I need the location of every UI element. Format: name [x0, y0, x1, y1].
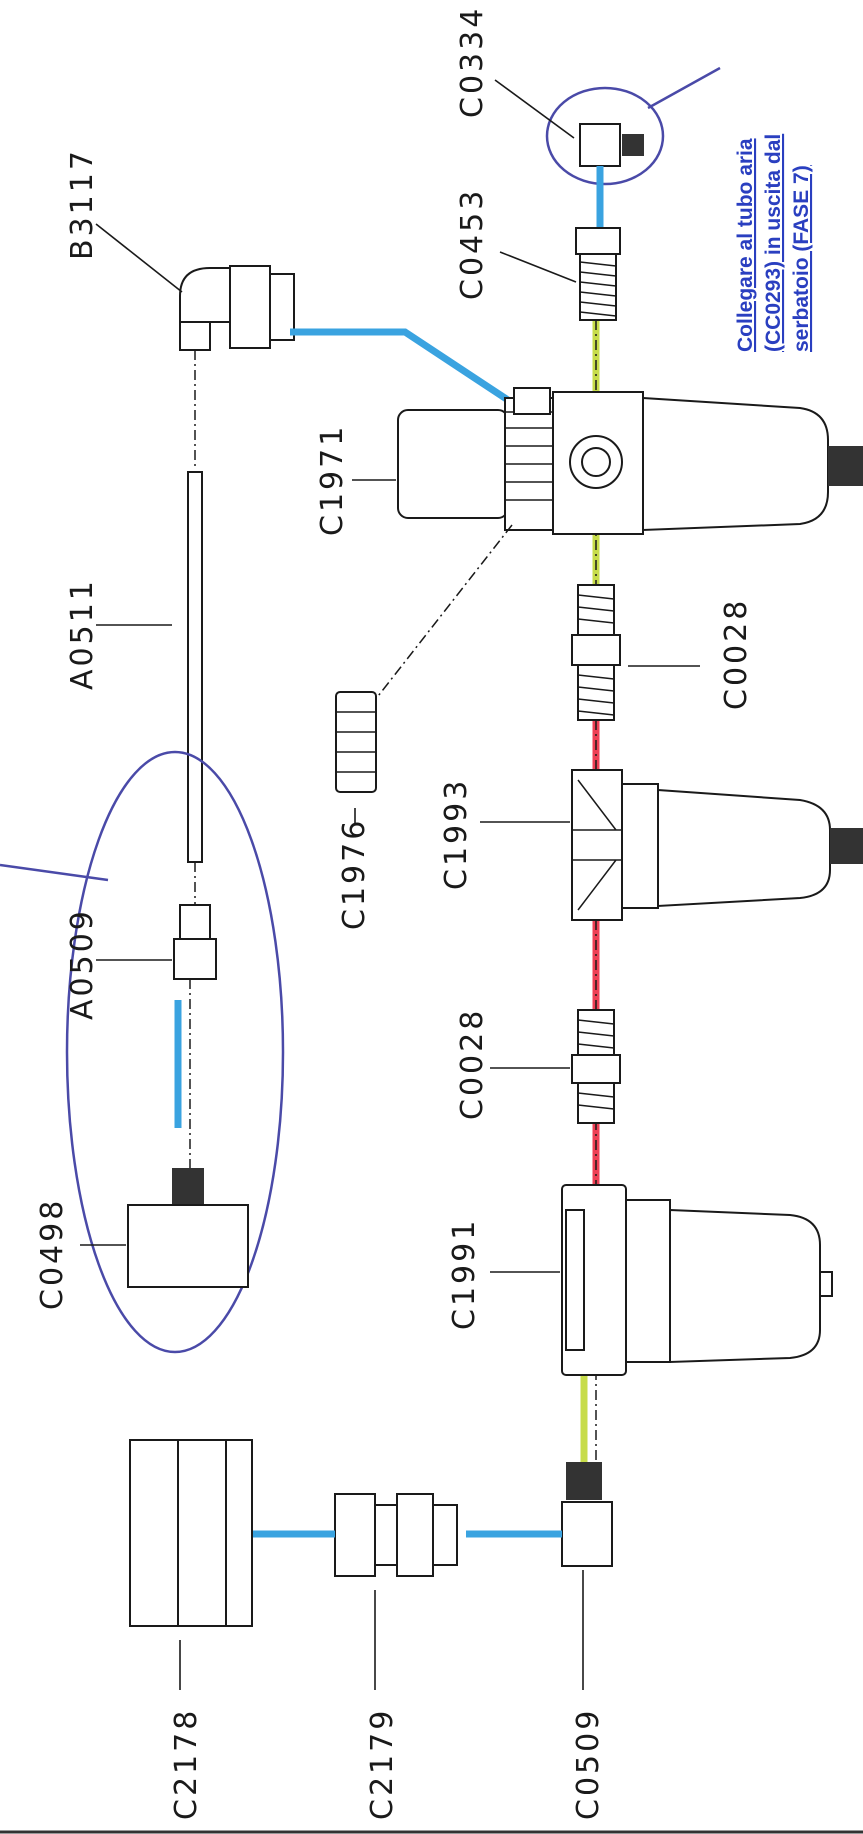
- c2179-nut-b: [396, 1493, 434, 1577]
- part-c1993: [571, 769, 863, 921]
- c0509-body: [561, 1501, 613, 1567]
- a0509-body: [173, 938, 217, 980]
- leader-lines: [80, 79, 700, 1690]
- label-c1976: C1976: [337, 818, 372, 930]
- leader-b3117: [95, 223, 183, 293]
- c1991-port: [565, 1209, 585, 1351]
- part-c0498: [127, 1168, 249, 1288]
- part-c1976: [335, 691, 377, 793]
- c1991-collar: [625, 1199, 671, 1363]
- c0509-thread: [566, 1462, 602, 1500]
- c2178-sleeve-b: [177, 1439, 227, 1627]
- c0453-thread-lines: [579, 261, 617, 317]
- c1991-drain: [819, 1271, 833, 1297]
- b3117-hose: [290, 328, 522, 411]
- part-c0334: [545, 66, 721, 230]
- label-c1993: C1993: [439, 778, 474, 890]
- label-c2178: C2178: [169, 1708, 204, 1820]
- c0453-nut: [575, 227, 621, 255]
- label-c0028-bottom: C0028: [455, 1008, 490, 1120]
- part-c0509: [466, 1462, 613, 1567]
- c1971-port-inner: [581, 447, 611, 477]
- highlight-ring-a0509-c0498: [65, 750, 285, 1354]
- c2179-thread: [432, 1504, 458, 1566]
- part-c0028-top: [571, 584, 621, 721]
- b3117-nut: [229, 265, 271, 349]
- c0334-cap: [622, 134, 644, 156]
- c1971-knob: [397, 409, 509, 519]
- label-c1991: C1991: [447, 1218, 482, 1330]
- c1971-drain: [828, 446, 863, 486]
- label-c0453: C0453: [455, 188, 490, 300]
- b3117-collet: [179, 321, 211, 351]
- c1993-head: [571, 769, 623, 921]
- c1993-head-lines: [572, 779, 622, 911]
- ring-callout-line-left: [0, 863, 109, 882]
- label-a0509: A0509: [65, 908, 100, 1020]
- leader-c0334: [494, 79, 575, 139]
- c1993-collar: [621, 783, 659, 909]
- part-c1971: [374, 387, 863, 701]
- part-a0509: [0, 750, 285, 1354]
- note-line-3: serbatoio (FASE 7): [790, 165, 813, 352]
- c1971-gauge-fitting: [513, 387, 551, 415]
- label-c0498: C0498: [35, 1198, 70, 1310]
- part-c0028-bottom: [571, 1009, 621, 1124]
- note-line-2: (CC0293) in uscita dal: [762, 134, 785, 352]
- label-c0509: C0509: [571, 1708, 606, 1820]
- label-c0028-top: C0028: [719, 598, 754, 710]
- c0334-body: [579, 123, 621, 167]
- label-c1971: C1971: [315, 424, 350, 536]
- label-c0334: C0334: [455, 6, 490, 118]
- ring-callout-line: [647, 66, 721, 110]
- c0498-cap: [172, 1168, 204, 1204]
- highlight-ring-c0334: [545, 86, 665, 186]
- c1976-lines: [336, 711, 376, 773]
- leader-c0453: [499, 251, 577, 283]
- c1976-body: [335, 691, 377, 793]
- c0028-top-thread-b: [577, 664, 615, 721]
- c0028-top-nut: [571, 634, 621, 666]
- part-b3117: [179, 265, 522, 470]
- c1993-drain: [830, 828, 863, 864]
- c2179-neck: [374, 1504, 398, 1566]
- c2178-sleeve-a: [129, 1439, 179, 1627]
- c0028-bot-thread-lines: [577, 1019, 615, 1110]
- c1971-bowl: [642, 396, 829, 532]
- part-c0453: [575, 227, 621, 321]
- label-b3117: B3117: [65, 148, 100, 260]
- part-c2179: [242, 1493, 458, 1577]
- c2178-nut: [225, 1439, 253, 1627]
- part-labels: C0334 B3117 C0453 C1971 A0511 C0028 C197…: [35, 6, 754, 1820]
- connection-note: Collegare al tubo aria (CC0293) in uscit…: [734, 134, 813, 352]
- part-c1991: [561, 1184, 833, 1376]
- c1993-bowl: [657, 788, 831, 908]
- c0028-top-thread-lines: [577, 594, 615, 716]
- c0028-bot-thread-b: [577, 1082, 615, 1124]
- a0509-collet: [179, 904, 211, 940]
- note-line-1: Collegare al tubo aria: [734, 138, 757, 352]
- b3117-elbow: [179, 267, 231, 323]
- part-a0511: [187, 471, 203, 905]
- label-a0511: A0511: [65, 578, 100, 690]
- label-c2179: C2179: [365, 1708, 400, 1820]
- c0498-body: [127, 1204, 249, 1288]
- c1971-to-c1976-centerline: [374, 524, 513, 701]
- part-c2178: [129, 1439, 253, 1627]
- a0511-tube: [187, 471, 203, 863]
- c1991-bowl: [669, 1208, 821, 1364]
- c2179-nut-a: [334, 1493, 376, 1577]
- c0028-bot-nut: [571, 1054, 621, 1084]
